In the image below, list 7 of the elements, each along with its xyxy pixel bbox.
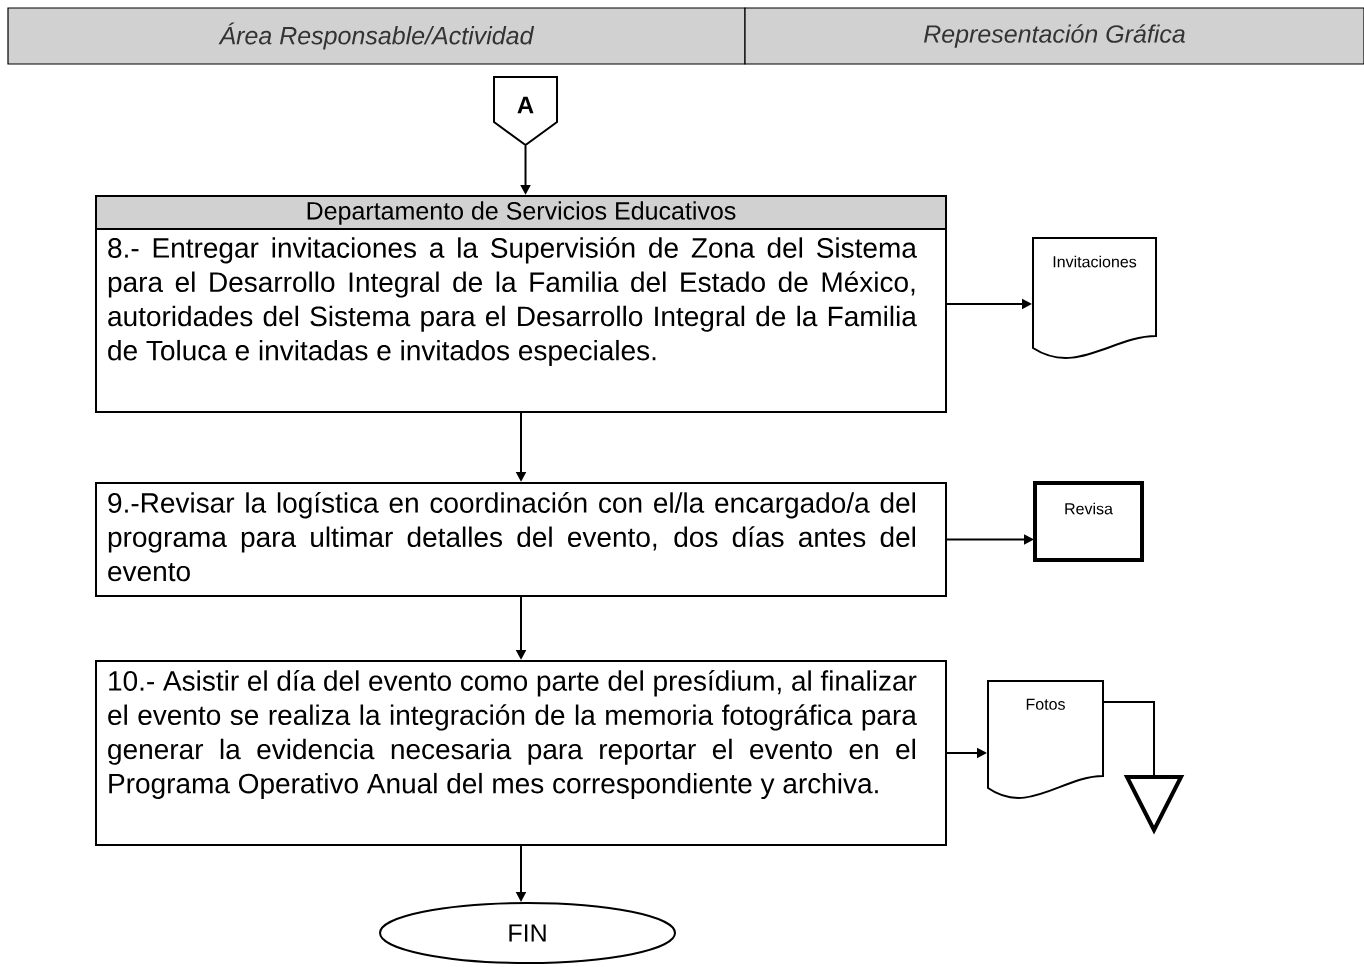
process-box: 10.- Asistir el día del evento como parte del presídium, al finalizar el evento se realiza la integración de la memoria fotográfica para generar la evidencia necesaria para reportar el evento en el Programa Operativo Anual del mes correspondiente y archiva. [95, 660, 947, 846]
header-cell: Representación Gráfica [744, 7, 1364, 65]
process-box: Departamento de Servicios Educativos 8.- Entregar invitaciones a la Supervisión de Zona del Sistema para el Desarrollo Integral de la Familia del Estado de México, autoridades del Sistema para el Desarrollo Integral de la Familia de Toluca e invitadas e invitados especiales. [95, 195, 947, 413]
header-cell: Área Responsable/Actividad [7, 7, 746, 65]
off-page-connector: A [493, 76, 558, 147]
process-box: 9.-Revisar la logística en coordinación con el/la encargado/a del programa para ultimar detalles del evento, dos días antes del evento [95, 482, 947, 597]
process-box: Revisa [1033, 481, 1144, 562]
